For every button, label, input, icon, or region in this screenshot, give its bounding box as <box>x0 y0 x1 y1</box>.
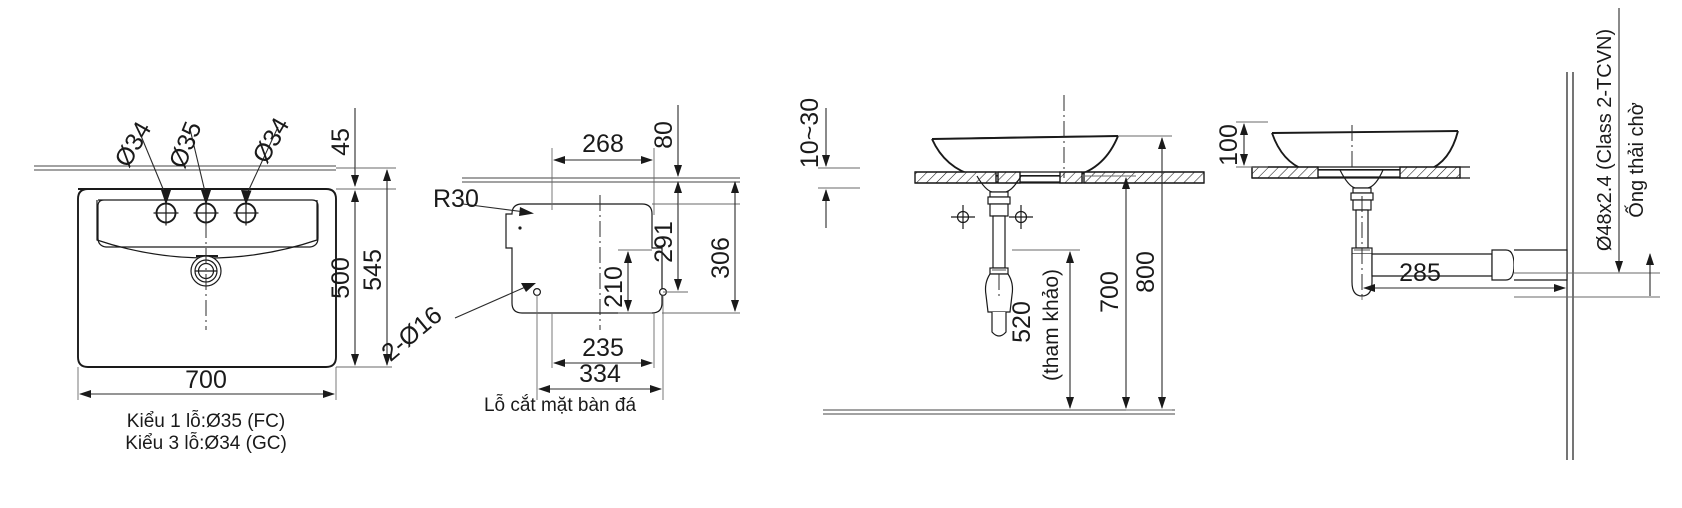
r30-leader: R30 <box>433 185 534 216</box>
dim-700-height-group: 700 <box>1082 175 1136 409</box>
caption-type-3-hole: Kiểu 3 lỗ:Ø34 (GC) <box>125 432 287 454</box>
dim-520: 520 <box>1008 301 1036 343</box>
caption-type-1-hole: Kiểu 1 lỗ:Ø35 (FC) <box>127 410 285 432</box>
dim-291: 291 <box>650 221 678 263</box>
dim-210: 210 <box>600 266 628 308</box>
section-side-view: 100 285 Ø48x2.4 (Class 2-TCVN) Ống thải … <box>1215 8 1660 460</box>
dim-700-height: 700 <box>1096 271 1124 313</box>
dim-306: 306 <box>707 237 735 279</box>
dim-285: 285 <box>1399 259 1441 287</box>
cutout-counter-line <box>462 177 740 183</box>
dim-800: 800 <box>1132 251 1160 293</box>
dim-45-group: 45 <box>327 108 396 190</box>
caption-cutout: Lỗ cắt mặt bàn đá <box>484 394 637 416</box>
dim-306-group: 306 <box>662 181 740 314</box>
dim-500: 500 <box>327 257 355 299</box>
dim-520-group: 520 (tham khảo) <box>1008 249 1080 409</box>
dim-545: 545 <box>359 249 387 291</box>
note-tham-khao: (tham khảo) <box>1040 269 1063 381</box>
counter-slab <box>914 171 1205 184</box>
dim-268: 268 <box>582 130 624 158</box>
section-front-view: 10~30 520 (tham khảo) 700 800 <box>796 95 1205 415</box>
pipe-spec-group: Ø48x2.4 (Class 2-TCVN) Ống thải chờ <box>1514 8 1660 298</box>
dim-10-30-group: 10~30 <box>796 98 860 228</box>
dim-500-group: 500 <box>327 188 360 368</box>
dim-r30: R30 <box>433 185 479 213</box>
dim-235-group: 235 <box>551 313 655 368</box>
basin-top-edge <box>931 135 1119 140</box>
cutout-outline <box>505 203 663 314</box>
drain-trap-assembly <box>976 175 1022 337</box>
hole-leaders <box>138 126 279 205</box>
wall-escutcheon <box>1491 249 1515 281</box>
plan-counter-line <box>34 165 336 171</box>
dim-285-group: 285 <box>1361 259 1566 300</box>
side-counter-slab <box>1251 166 1470 179</box>
side-basin-top-edge <box>1271 130 1459 134</box>
dim-334-group: 334 <box>538 360 662 393</box>
dim-80-group: 80 <box>650 105 682 177</box>
supply-stop-right <box>1009 205 1033 229</box>
dim-334: 334 <box>579 360 621 388</box>
dim-800-group: 800 <box>1118 135 1172 411</box>
dim-45: 45 <box>327 128 355 156</box>
note-pipe-spec: Ø48x2.4 (Class 2-TCVN) <box>1594 29 1616 251</box>
dim-545-group: 545 <box>336 167 392 368</box>
cutout-view: 268 R30 2-Ø16 80 291 <box>376 105 740 416</box>
dim-80: 80 <box>650 121 678 149</box>
dim-100: 100 <box>1215 124 1243 166</box>
dim-700-width: 700 <box>185 366 227 394</box>
dim-100-group: 100 <box>1215 121 1268 168</box>
dim-10-30: 10~30 <box>796 98 824 168</box>
bolt-hole-left <box>532 288 541 297</box>
supply-stop-left <box>951 205 975 229</box>
floor-line <box>823 409 1175 415</box>
cutout-corner-mark <box>518 226 522 230</box>
dim-268-group: 268 <box>551 130 655 215</box>
dim-235: 235 <box>582 334 624 362</box>
tap-hole-right <box>233 200 259 226</box>
dim-700-width-group: 700 <box>77 366 337 400</box>
side-drain-ptrap <box>1339 169 1568 300</box>
dim-210-group: 210 <box>600 249 652 314</box>
note-pipe-name: Ống thải chờ <box>1624 102 1648 217</box>
